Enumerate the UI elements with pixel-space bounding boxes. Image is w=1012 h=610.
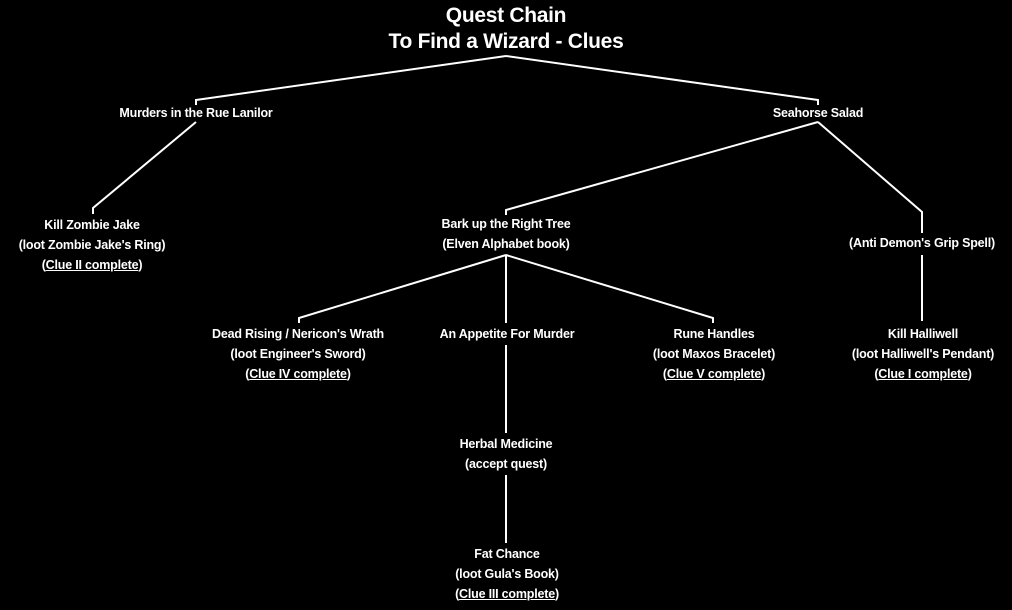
diagram-subtitle: To Find a Wizard - Clues	[388, 30, 624, 53]
paren: )	[967, 367, 972, 381]
edge-seahorse-antidemon	[817, 121, 923, 233]
node-antidemon: (Anti Demon's Grip Spell)	[849, 233, 995, 253]
node-name: Fat Chance	[474, 547, 540, 561]
node-name: Seahorse Salad	[772, 106, 864, 120]
edge-murders-zombie	[92, 121, 197, 214]
node-detail: (loot Gula's Book)	[455, 567, 559, 581]
edge-bark-dead	[298, 254, 507, 323]
paren: (	[41, 258, 46, 272]
node-murders: Murders in the Rue Lanilor	[119, 103, 272, 123]
node-detail: (loot Zombie Jake's Ring)	[18, 238, 166, 252]
node-bark: Bark up the Right Tree (Elven Alphabet b…	[442, 214, 571, 254]
paren: (	[245, 367, 250, 381]
edge-root-murders	[195, 55, 507, 105]
node-detail: (loot Maxos Bracelet)	[652, 347, 776, 361]
node-clue: (Clue II complete)	[19, 255, 166, 275]
node-name: Murders in the Rue Lanilor	[119, 106, 273, 120]
edge-root-seahorse	[505, 55, 819, 105]
node-appetite: An Appetite For Murder	[440, 324, 575, 344]
node-detail: (accept quest)	[465, 457, 547, 471]
clue-status: Clue IV complete	[249, 367, 347, 381]
node-rune: Rune Handles (loot Maxos Bracelet) (Clue…	[653, 324, 775, 384]
node-name: Rune Handles	[673, 327, 755, 341]
node-zombie: Kill Zombie Jake (loot Zombie Jake's Rin…	[19, 215, 166, 275]
node-name: Bark up the Right Tree	[441, 217, 571, 231]
node-name: Herbal Medicine	[459, 437, 553, 451]
clue-status: Clue V complete	[666, 367, 762, 381]
node-detail: (loot Engineer's Sword)	[230, 347, 366, 361]
node-name: Kill Zombie Jake	[44, 218, 140, 232]
node-clue: (Clue IV complete)	[212, 364, 384, 384]
paren: (	[874, 367, 879, 381]
edge-seahorse-bark	[505, 121, 819, 215]
clue-status: Clue II complete	[45, 258, 139, 272]
node-clue: (Clue III complete)	[455, 584, 559, 604]
node-clue: (Clue V complete)	[653, 364, 775, 384]
node-herbal: Herbal Medicine (accept quest)	[460, 434, 553, 474]
node-clue: (Clue I complete)	[852, 364, 994, 384]
diagram-title: Quest Chain	[445, 4, 567, 27]
paren: (	[455, 587, 460, 601]
paren: )	[346, 367, 351, 381]
paren: )	[138, 258, 143, 272]
node-name: Kill Halliwell	[887, 327, 959, 341]
node-dead: Dead Rising / Nericon's Wrath (loot Engi…	[212, 324, 384, 384]
clue-status: Clue III complete	[459, 587, 555, 601]
node-name: An Appetite For Murder	[439, 327, 575, 341]
edge-bark-rune	[505, 254, 714, 323]
node-name: (Anti Demon's Grip Spell)	[849, 236, 995, 250]
paren: (	[662, 367, 667, 381]
paren: )	[554, 587, 559, 601]
node-name: Dead Rising / Nericon's Wrath	[212, 327, 384, 341]
node-fat: Fat Chance (loot Gula's Book) (Clue III …	[455, 544, 559, 604]
node-detail: (Elven Alphabet book)	[442, 237, 570, 251]
clue-status: Clue I complete	[878, 367, 968, 381]
paren: )	[761, 367, 766, 381]
node-seahorse: Seahorse Salad	[772, 103, 864, 123]
node-halliwell: Kill Halliwell (loot Halliwell's Pendant…	[852, 324, 994, 384]
node-detail: (loot Halliwell's Pendant)	[851, 347, 995, 361]
